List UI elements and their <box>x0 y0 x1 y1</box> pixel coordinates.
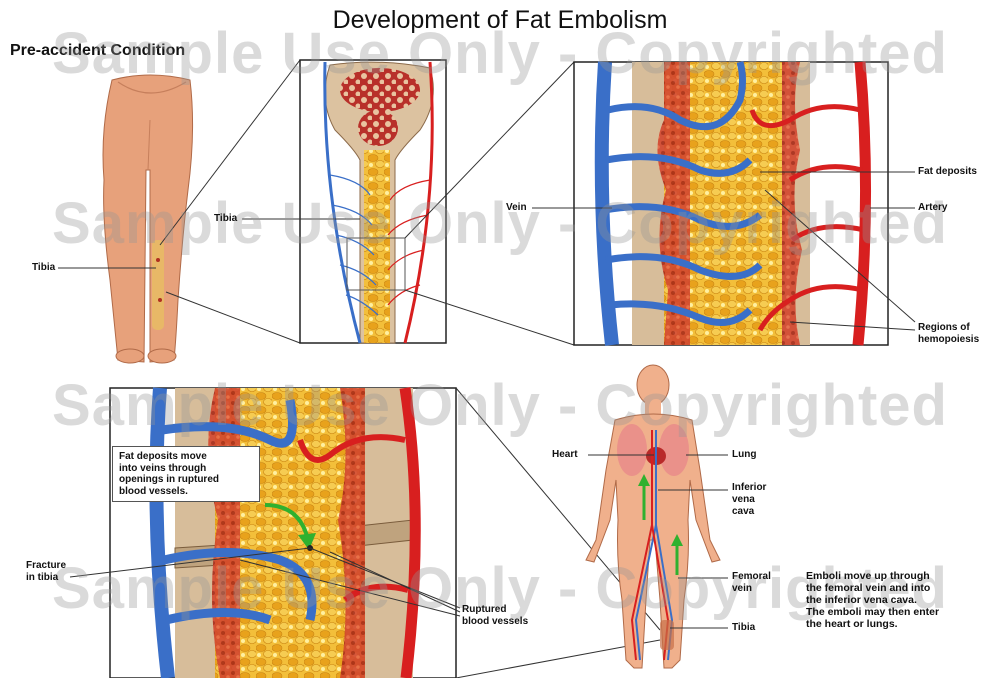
callout-fat-deposits: Fat deposits move into veins through ope… <box>112 446 260 502</box>
label-ivc: Inferior vena cava <box>732 482 766 518</box>
label-fat-deposits: Fat deposits <box>918 166 977 178</box>
label-hemopoiesis: Regions of hemopoiesis <box>918 322 979 346</box>
section-subtitle: Pre-accident Condition <box>10 42 185 60</box>
label-artery: Artery <box>918 202 947 214</box>
panel-fracture <box>110 388 456 678</box>
page-title: Development of Fat Embolism <box>0 6 1000 35</box>
label-tibia-bone: Tibia <box>214 213 237 225</box>
label-tibia-leg: Tibia <box>32 262 55 274</box>
label-femoral: Femoral vein <box>732 571 771 595</box>
label-vein: Vein <box>506 202 527 214</box>
label-tibia-body: Tibia <box>732 622 755 634</box>
panel-bone-overview <box>300 60 446 343</box>
emboli-note: Emboli move up through the femoral vein … <box>806 570 939 630</box>
label-lung: Lung <box>732 449 756 461</box>
label-fracture: Fracture in tibia <box>26 560 66 584</box>
label-ruptured: Ruptured blood vessels <box>462 604 528 628</box>
panel-marrow-closeup <box>574 62 888 345</box>
body-figure <box>586 365 720 668</box>
label-heart: Heart <box>552 449 578 461</box>
